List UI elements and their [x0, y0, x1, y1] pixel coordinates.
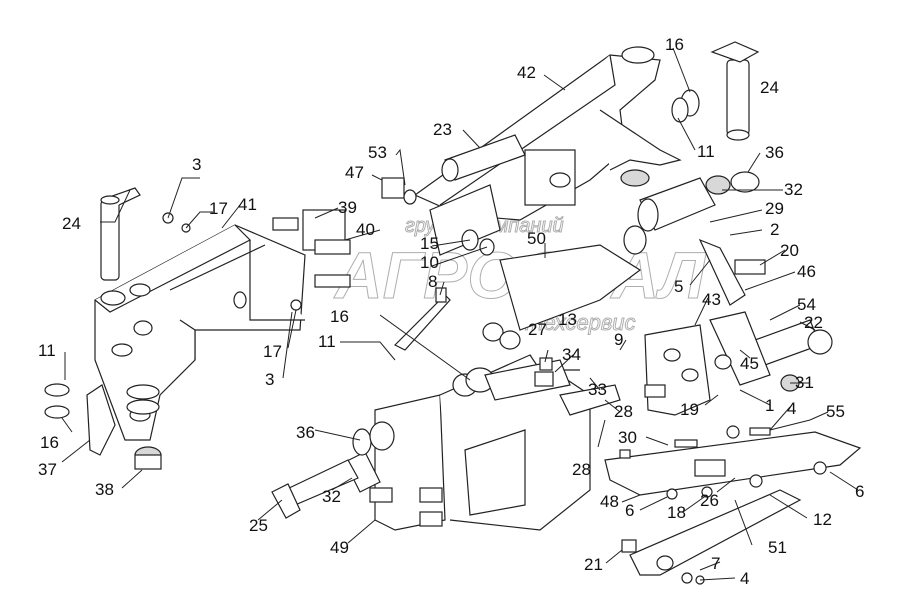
bushings-27-part [482, 322, 521, 350]
callout-41: 41 [238, 195, 257, 214]
callout-37: 37 [38, 460, 57, 479]
callout-48: 48 [600, 492, 619, 511]
leader-lines [61, 47, 859, 581]
callout-16-left: 16 [40, 433, 59, 452]
pin-lower-part [271, 459, 359, 519]
callout-3-top: 3 [192, 155, 201, 174]
callout-30: 30 [618, 428, 637, 447]
callout-46: 46 [797, 262, 816, 281]
callout-51: 51 [768, 538, 787, 557]
callout-43: 43 [702, 290, 721, 309]
callout-34: 34 [562, 345, 581, 364]
callout-11-center: 11 [318, 332, 336, 351]
callout-36-left: 36 [296, 423, 315, 442]
callout-6-right: 6 [855, 482, 864, 501]
center-plate-part [499, 244, 642, 331]
callout-45: 45 [740, 354, 759, 373]
pin-right-part [710, 41, 760, 141]
callout-17-top: 17 [209, 199, 228, 218]
callout-49: 49 [330, 538, 349, 557]
callout-50: 50 [527, 229, 546, 248]
callout-42: 42 [517, 63, 536, 82]
callout-40: 40 [356, 220, 375, 239]
callout-28-upper: 28 [614, 402, 633, 421]
callout-labels: 3 17 41 24 11 16 37 38 17 3 39 40 16 11 … [38, 35, 864, 588]
callout-12: 12 [813, 510, 832, 529]
top-beam-part [413, 46, 682, 221]
callout-15: 15 [420, 234, 439, 253]
callout-54: 54 [797, 295, 816, 314]
callout-7: 7 [711, 554, 720, 573]
callout-5: 5 [674, 277, 683, 296]
callout-32-right: 32 [784, 180, 803, 199]
callout-27: 27 [528, 320, 547, 339]
arm-51-part [629, 489, 802, 576]
callout-3-bottom: 3 [265, 370, 274, 389]
small-plates-part [272, 209, 351, 288]
parts [44, 41, 862, 585]
callout-38: 38 [95, 480, 114, 499]
arm-48-part [604, 431, 862, 496]
callout-11-right: 11 [697, 142, 715, 161]
callout-26: 26 [700, 491, 719, 510]
callout-32-left: 32 [322, 487, 341, 506]
callout-16-center: 16 [330, 307, 349, 326]
callout-53: 53 [368, 143, 387, 162]
callout-10: 10 [420, 253, 439, 272]
callout-13: 13 [558, 310, 577, 329]
callout-31: 31 [795, 373, 814, 392]
callout-36-right: 36 [765, 143, 784, 162]
callout-24-right: 24 [760, 78, 779, 97]
callout-33: 33 [588, 380, 607, 399]
tube-32-upper-part [623, 177, 716, 255]
callout-4-bottom: 4 [740, 569, 749, 588]
callout-24-left: 24 [62, 214, 81, 233]
callout-18: 18 [667, 503, 686, 522]
tube-32-lower-part [344, 367, 495, 493]
callout-29: 29 [765, 199, 784, 218]
callout-39: 39 [338, 198, 357, 217]
callout-55: 55 [826, 402, 845, 421]
plate-28-part [559, 384, 621, 416]
callout-9: 9 [614, 330, 623, 349]
callout-11-left: 11 [38, 341, 56, 360]
callout-4-right: 4 [787, 399, 796, 418]
callout-47: 47 [345, 163, 364, 182]
callout-6-bottom: 6 [625, 501, 634, 520]
right-bracket-part [644, 324, 711, 416]
pin-left-part [100, 187, 141, 281]
callout-1: 1 [765, 396, 774, 415]
callout-2: 2 [770, 220, 779, 239]
shaft-33-part [484, 357, 571, 401]
callout-16-top: 16 [665, 35, 684, 54]
left-washers-part [44, 320, 162, 470]
callout-22: 22 [804, 313, 823, 332]
fasteners-part [162, 212, 827, 585]
callout-28-lower: 28 [572, 460, 591, 479]
callout-19: 19 [680, 400, 699, 419]
callout-23: 23 [433, 120, 452, 139]
tube-23-part [441, 134, 526, 182]
callout-17-bottom: 17 [263, 342, 282, 361]
callout-8: 8 [428, 272, 437, 291]
callout-21: 21 [584, 555, 603, 574]
callout-25: 25 [249, 516, 268, 535]
bracket-46-part [698, 238, 766, 306]
callout-20: 20 [780, 241, 799, 260]
